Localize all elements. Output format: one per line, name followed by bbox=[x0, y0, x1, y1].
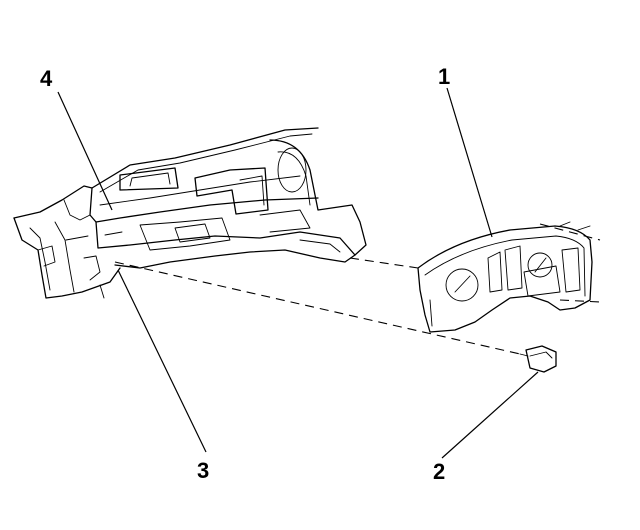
callout-1: 1 bbox=[438, 64, 450, 89]
leader-lines bbox=[57, 87, 539, 459]
fastener-screw bbox=[519, 345, 557, 373]
alignment-lines bbox=[114, 223, 601, 355]
callout-3: 3 bbox=[197, 458, 209, 483]
callout-2: 2 bbox=[433, 459, 445, 484]
callout-4: 4 bbox=[40, 66, 53, 91]
instrument-panel-carrier bbox=[13, 127, 367, 299]
instrument-cluster bbox=[417, 221, 593, 333]
